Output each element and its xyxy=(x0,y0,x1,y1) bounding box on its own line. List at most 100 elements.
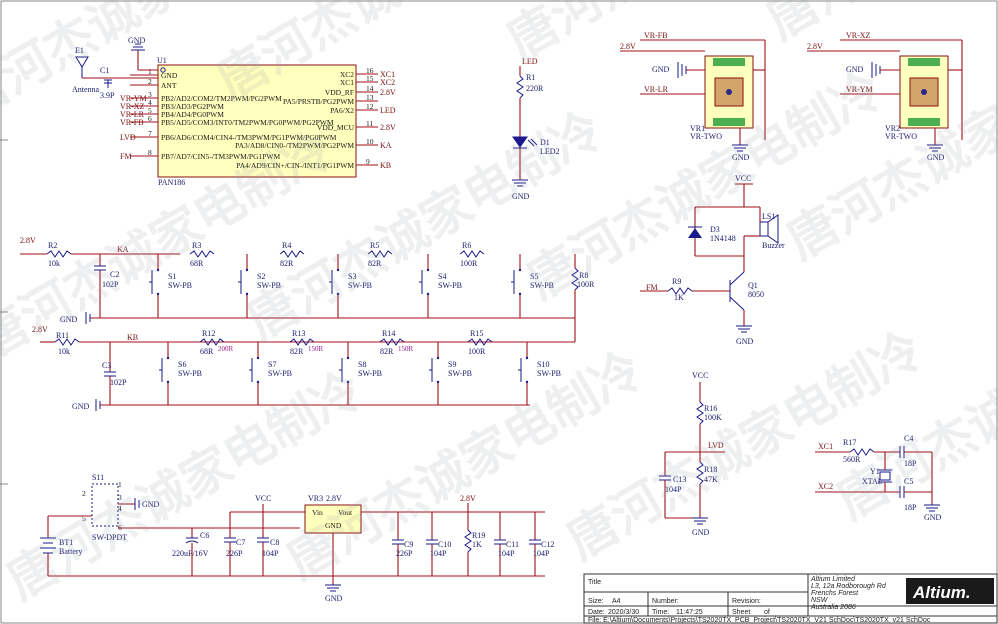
vr1-part: VR-TWO xyxy=(690,132,722,141)
u1-pin-name-4: PB3/AD3/PG2PWM xyxy=(161,102,224,111)
s11-pin3: 3 xyxy=(118,493,122,502)
res-val-R15: 100R xyxy=(468,347,486,356)
sw-ref-S2: S2 xyxy=(257,272,265,281)
antenna-ref: E1 xyxy=(75,46,84,55)
u1-left-net-7: FM xyxy=(120,152,132,161)
res-val-R14: 82R xyxy=(380,347,394,356)
r17-ref: R17 xyxy=(843,438,856,447)
r2-ref: R2 xyxy=(48,241,57,250)
c2-ref: C2 xyxy=(110,270,119,279)
sw-val-S7: SW-PB xyxy=(268,369,292,378)
antenna-label: Antenna xyxy=(72,85,100,94)
s11-pin2: 2 xyxy=(82,489,86,498)
cap-ref-C9: C9 xyxy=(404,540,413,549)
s11-pin5: 5 xyxy=(82,514,86,523)
sw-val-S8: SW-PB xyxy=(358,369,382,378)
vr1-gnd2: GND xyxy=(732,153,750,162)
tb-revision-label: Revision: xyxy=(732,598,761,605)
d3-val: 1N4148 xyxy=(710,234,736,243)
q1-val: 8050 xyxy=(748,290,764,299)
u1-right-net-5: 2.8V xyxy=(380,123,396,132)
bt1-ref: BT1 xyxy=(59,538,73,547)
y1-val: XTAL xyxy=(862,477,883,486)
u1-pin-num-4: 4 xyxy=(148,98,152,107)
u1-pin-name-14: VDD_RF xyxy=(325,88,354,97)
tb-file: File: E:\Altium\Documents\Projects\TS202… xyxy=(588,617,931,624)
cap-val-C11: 104P xyxy=(498,549,515,558)
sw-ref-S1: S1 xyxy=(168,272,176,281)
sw-val-S6: SW-PB xyxy=(178,369,202,378)
res-ref-R19: R19 xyxy=(472,531,485,540)
u1-pin-name-15: XC1 xyxy=(340,78,354,87)
u1-pin-name-3: PB2/AD2/COM2/TM2PWM/PG2PWM xyxy=(161,94,282,103)
vr3-ref: VR3 xyxy=(308,494,323,503)
vr1-gnd: GND xyxy=(652,65,670,74)
tb-size-label: Size: xyxy=(588,598,604,605)
tb-date-label: Date: xyxy=(588,609,605,616)
u1-pin-name-12: PA6/X2 xyxy=(330,106,354,115)
res-ref-R15: R15 xyxy=(470,329,483,338)
u1-pin-name-7: PB6/AD6/COM4/CIN4-/TM3PWM/PG1PWM/PG0PWM xyxy=(161,133,337,142)
u1-pin-num-16: 16 xyxy=(366,66,374,75)
joystick-vr2[interactable]: VR-XZ 2.8V GND VR-YM GND VR2 VR-TWO xyxy=(807,31,963,162)
res-val-R3: 68R xyxy=(190,259,204,268)
y1-ref: Y1 xyxy=(870,467,880,476)
q1-ref: Q1 xyxy=(748,281,758,290)
sw-val-S1: SW-PB xyxy=(168,281,192,290)
sw-val-S5: SW-PB xyxy=(530,281,554,290)
s11-ref: S11 xyxy=(92,473,104,482)
c4-ref: C4 xyxy=(904,434,913,443)
u1-pin-name-13: PA5/PRSTB/PG2PWM xyxy=(283,97,354,106)
u1-pin-num-15: 15 xyxy=(366,74,374,83)
keypad-row-kb: 2.8V R11 10k KB C3 102P GND R1268RR1382R… xyxy=(32,325,575,411)
tb-number-label: Number: xyxy=(652,598,679,605)
kb-net: KB xyxy=(127,333,138,342)
buzzer-section: VCC D3 1N4148 LS1 Buzzer FM R9 1K Q1 805… xyxy=(640,174,785,346)
vr2-gnd: GND xyxy=(846,65,864,74)
vr2-net-xz: VR-XZ xyxy=(846,31,871,40)
pwr-gnd: GND xyxy=(325,594,343,603)
vr2-net-ym: VR-YM xyxy=(846,85,873,94)
vr3-val: 2.8V xyxy=(326,494,342,503)
c7-val: 226P xyxy=(226,549,243,558)
tb-of-label: of xyxy=(764,609,770,616)
sw-val-S4: SW-PB xyxy=(438,281,462,290)
ls1-val: Buzzer xyxy=(762,241,785,250)
u1-right-net-2: 2.8V xyxy=(380,88,396,97)
keypad-row-ka: 2.8V R2 10k KA C2 102P GND R8 100R R368R… xyxy=(20,236,595,342)
kb-note-1: 200R xyxy=(218,345,234,353)
s11-pin4: 4 xyxy=(118,504,122,513)
vr3-vin: Vin xyxy=(312,508,323,517)
r2-val: 10k xyxy=(48,259,60,268)
buzzer-net-fm: FM xyxy=(646,283,658,292)
tb-company-4: Australia 2086 xyxy=(810,604,856,611)
s11-gnd: GND xyxy=(142,500,160,509)
tb-title: Title xyxy=(588,579,601,586)
led-gnd: GND xyxy=(512,192,530,201)
u1-pin-num-1: 1 xyxy=(148,67,152,76)
c3-val: 102P xyxy=(110,378,127,387)
crystal-section: XC1 R17 560R Y1 XTAL XC2 C4 18P C5 18P G… xyxy=(815,434,942,522)
cap-val-C10: 104P xyxy=(430,549,447,558)
c7-ref: C7 xyxy=(236,538,245,547)
joystick-vr1[interactable]: VR-FB 2.8V GND VR-LR GND VR1 VR-TWO xyxy=(620,31,766,162)
tb-sheet-label: Sheet xyxy=(732,609,750,616)
u1-left-net-2: VR-YM xyxy=(120,94,147,103)
u1-left-net-4: VR-LR xyxy=(120,110,145,119)
u1-right-net-0: XC1 xyxy=(380,70,395,79)
s11-val: SW-DPDT xyxy=(92,533,127,542)
res-ref-R5: R5 xyxy=(370,241,379,250)
tb-date: 2020/3/30 xyxy=(608,609,639,616)
pwr-28v: 2.8V xyxy=(460,494,476,503)
kb-gnd: GND xyxy=(72,402,90,411)
vr2-28v: 2.8V xyxy=(807,42,823,51)
sw-val-S2: SW-PB xyxy=(257,281,281,290)
res-ref-R6: R6 xyxy=(462,241,471,250)
tb-company-2: Frenchs Forest xyxy=(811,590,859,597)
res-val-R6: 100R xyxy=(460,259,478,268)
u1-gnd-label: GND xyxy=(128,36,146,45)
u1-left-net-6: LVD xyxy=(120,133,136,142)
c5-val: 18P xyxy=(904,503,917,512)
